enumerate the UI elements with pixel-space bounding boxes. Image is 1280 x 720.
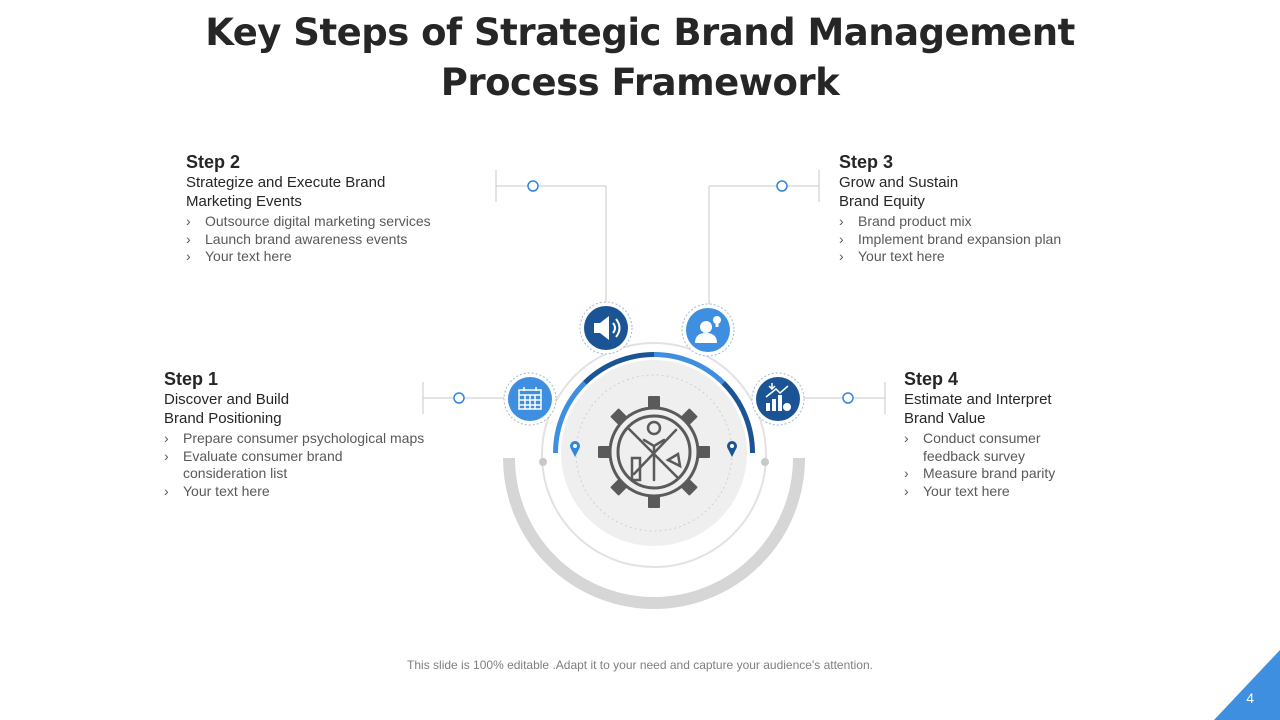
bullet-item: Your text here	[164, 483, 454, 501]
calendar-icon	[518, 387, 542, 410]
step-4-bullets: Conduct consumer feedback survey Measure…	[904, 430, 1104, 500]
bullet-item: Brand product mix	[839, 213, 1139, 231]
bullet-item: Conduct consumer feedback survey	[904, 430, 1063, 465]
ring-dot-left	[539, 458, 547, 466]
step-3-block: Step 3 Grow and Sustain Brand Equity Bra…	[839, 151, 1139, 266]
bullet-item: Launch brand awareness events	[186, 231, 486, 249]
footer-note: This slide is 100% editable .Adapt it to…	[407, 658, 873, 672]
step-3-subtitle-line-1: Grow and Sustain	[839, 174, 959, 191]
step-1-bullets: Prepare consumer psychological maps Eval…	[164, 430, 454, 500]
step-2-block: Step 2 Strategize and Execute Brand Mark…	[186, 151, 486, 266]
step-1-title: Step 1	[164, 369, 219, 389]
badge-step3	[681, 303, 735, 357]
badge-step1	[503, 372, 557, 426]
step-2-title: Step 2	[186, 152, 241, 172]
growth-chart-icon	[765, 383, 791, 411]
bullet-item: Measure brand parity	[904, 465, 1104, 483]
step-1-block: Step 1 Discover and Build Brand Position…	[164, 368, 454, 500]
bullet-item: Evaluate consumer brand consideration li…	[164, 448, 353, 483]
badge-step4	[751, 372, 805, 426]
step-4-block: Step 4 Estimate and Interpret Brand Valu…	[904, 368, 1104, 500]
slide-title: Key Steps of Strategic Brand Management …	[0, 8, 1280, 108]
megaphone-icon	[594, 316, 621, 340]
bullet-item: Your text here	[839, 248, 1139, 266]
step-4-subtitle-line-1: Estimate and Interpret	[904, 391, 1052, 408]
connector-dot-step3	[776, 180, 788, 192]
page-number: 4	[1246, 690, 1254, 706]
step-3-bullets: Brand product mix Implement brand expans…	[839, 213, 1139, 266]
badge-step2	[579, 301, 633, 355]
bullet-item: Implement brand expansion plan	[839, 231, 1139, 249]
guide-circle	[541, 342, 767, 568]
title-line-2: Process Framework	[440, 61, 840, 104]
step-3-title: Step 3	[839, 152, 894, 172]
connector-dot-step1	[453, 392, 465, 404]
step-2-subtitle-line-1: Strategize and Execute Brand	[186, 174, 386, 191]
connector-lines	[422, 170, 886, 414]
gear-tools-icon	[598, 396, 710, 508]
step-2-bullets: Outsource digital marketing services Lau…	[186, 213, 486, 266]
title-line-1: Key Steps of Strategic Brand Management	[205, 11, 1075, 54]
pin-right-icon	[727, 441, 737, 457]
step-3-subtitle-line-2: Brand Equity	[839, 193, 925, 210]
step-1-subtitle-line-2: Brand Positioning	[164, 410, 282, 427]
bullet-item: Your text here	[186, 248, 486, 266]
bullet-item: Your text here	[904, 483, 1104, 501]
connector-dot-step2	[527, 180, 539, 192]
step-1-subtitle-line-1: Discover and Build	[164, 391, 290, 408]
person-idea-icon	[695, 316, 721, 343]
step-2-subtitle-line-2: Marketing Events	[186, 193, 302, 210]
outer-gray-ring	[503, 457, 805, 609]
page-corner-triangle	[1214, 650, 1280, 720]
ring-dot-right	[761, 458, 769, 466]
step-4-subtitle-line-2: Brand Value	[904, 410, 986, 427]
step-4-title: Step 4	[904, 369, 959, 389]
bullet-item: Outsource digital marketing services	[186, 213, 486, 231]
bullet-item: Prepare consumer psychological maps	[164, 430, 454, 448]
connector-dot-step4	[842, 392, 854, 404]
pin-left-icon	[570, 441, 580, 457]
